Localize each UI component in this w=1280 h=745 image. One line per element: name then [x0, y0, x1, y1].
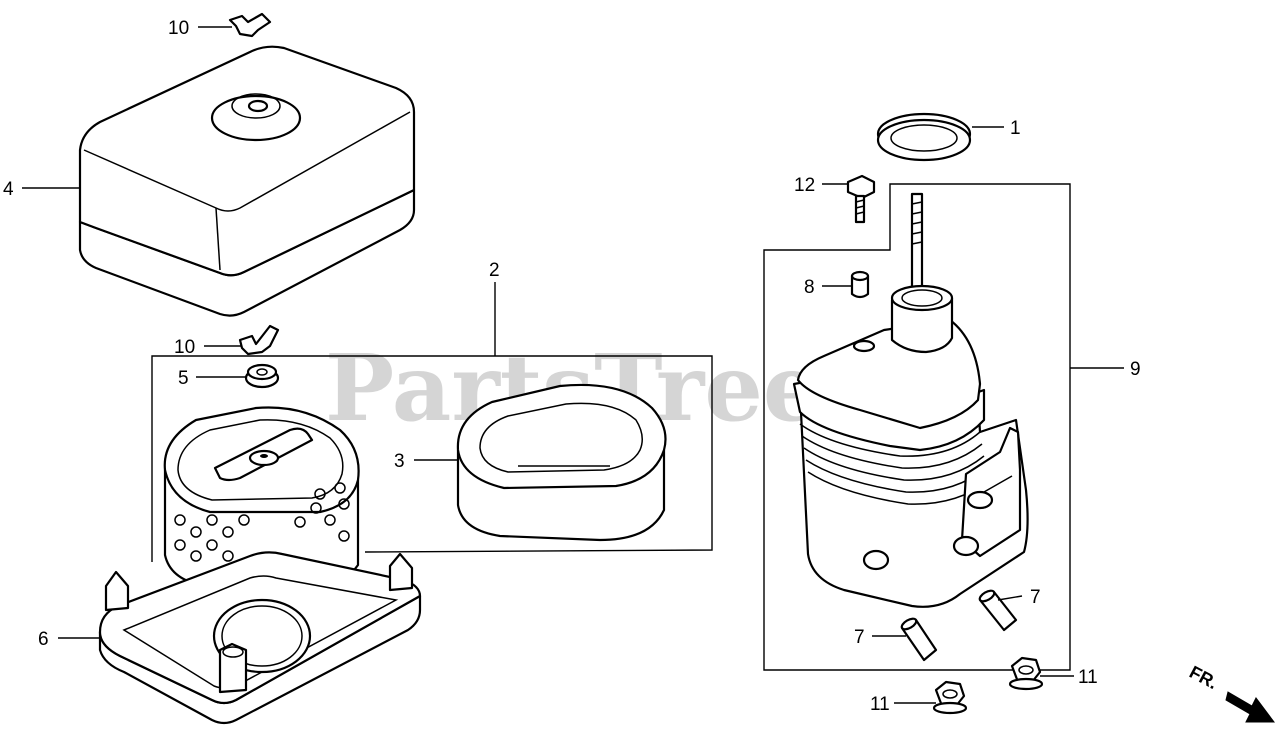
callout-2[interactable]: 2 [489, 260, 500, 281]
front-direction-indicator: FR. [1186, 662, 1275, 723]
callout-7-upper[interactable]: 7 [1030, 587, 1041, 608]
air-cleaner-elbow-part[interactable] [792, 192, 1029, 608]
tube-part-lower[interactable] [900, 617, 938, 662]
callout-12[interactable]: 12 [794, 175, 815, 196]
grommet-part[interactable] [244, 363, 280, 389]
callout-11-right[interactable]: 11 [1078, 667, 1098, 688]
assembly-bracket-left [151, 355, 713, 562]
wing-nut-middle-part[interactable] [238, 324, 280, 356]
callout-5[interactable]: 5 [178, 368, 189, 389]
callout-6[interactable]: 6 [38, 629, 49, 650]
flange-nut-left-part[interactable] [932, 680, 968, 715]
collar-part[interactable] [850, 270, 870, 299]
air-cleaner-case-part[interactable] [98, 551, 422, 725]
callout-3[interactable]: 3 [394, 451, 405, 472]
assembly-bracket-right [763, 183, 1071, 671]
callout-4[interactable]: 4 [3, 179, 14, 200]
leader-lines [22, 26, 1124, 704]
callout-11-left[interactable]: 11 [870, 694, 890, 715]
front-arrow-icon [1225, 691, 1275, 723]
callout-9[interactable]: 9 [1130, 359, 1141, 380]
wing-nut-top-part[interactable] [228, 12, 272, 38]
flange-nut-right-part[interactable] [1008, 656, 1044, 691]
tube-part-upper[interactable] [978, 589, 1018, 632]
callout-10-middle[interactable]: 10 [174, 337, 195, 358]
front-direction-label: FR. [1186, 662, 1221, 693]
callout-8[interactable]: 8 [804, 277, 815, 298]
callout-7-lower[interactable]: 7 [854, 627, 865, 648]
air-cleaner-cover-part[interactable] [78, 45, 416, 317]
gasket-ring-part[interactable] [876, 112, 972, 162]
callout-10-top[interactable]: 10 [168, 18, 189, 39]
callout-1[interactable]: 1 [1010, 118, 1021, 139]
filter-perforation-holes [174, 482, 350, 562]
foam-filter-part[interactable] [456, 383, 667, 542]
bolt-part[interactable] [846, 174, 876, 224]
